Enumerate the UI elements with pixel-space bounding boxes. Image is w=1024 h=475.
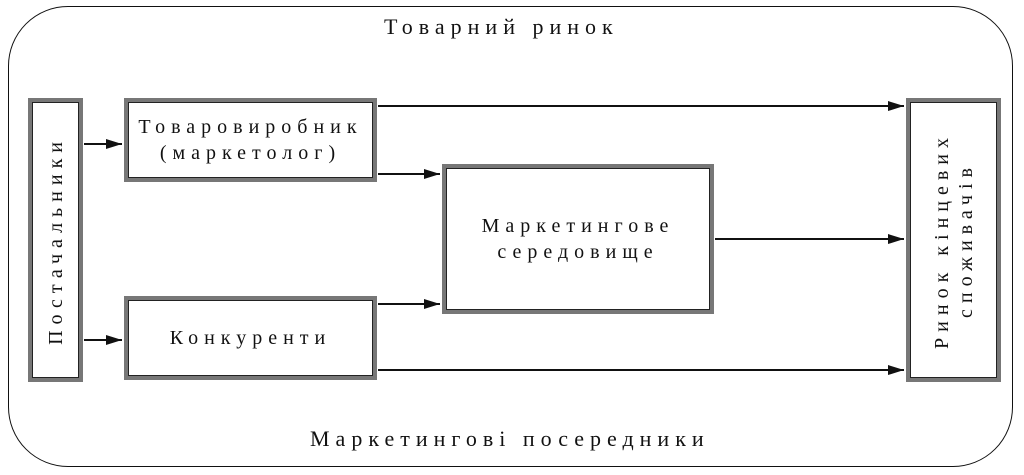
environment-label-line2: середовище: [497, 241, 659, 263]
producer-box: Товаровиробник (маркетолог): [124, 98, 377, 182]
competitors-box: Конкуренти: [124, 296, 377, 380]
market-frame: [8, 6, 1013, 467]
consumers-box: Ринок кінцевих споживачів: [906, 98, 1001, 382]
environment-box: Маркетингове середовище: [442, 164, 714, 314]
competitors-label: Конкуренти: [169, 327, 332, 349]
environment-label: Маркетингове середовище: [482, 213, 675, 265]
edges: [84, 101, 904, 375]
intermediaries-label: Маркетингові посередники: [310, 426, 710, 451]
market-label: Товарний ринок: [384, 14, 619, 39]
producer-label: Товаровиробник (маркетолог): [138, 114, 362, 166]
producer-label-line2: (маркетолог): [159, 142, 342, 164]
environment-label-line1: Маркетингове: [481, 215, 675, 237]
producer-label-line1: Товаровиробник: [138, 116, 363, 138]
suppliers-box: Постачальники: [28, 98, 83, 382]
